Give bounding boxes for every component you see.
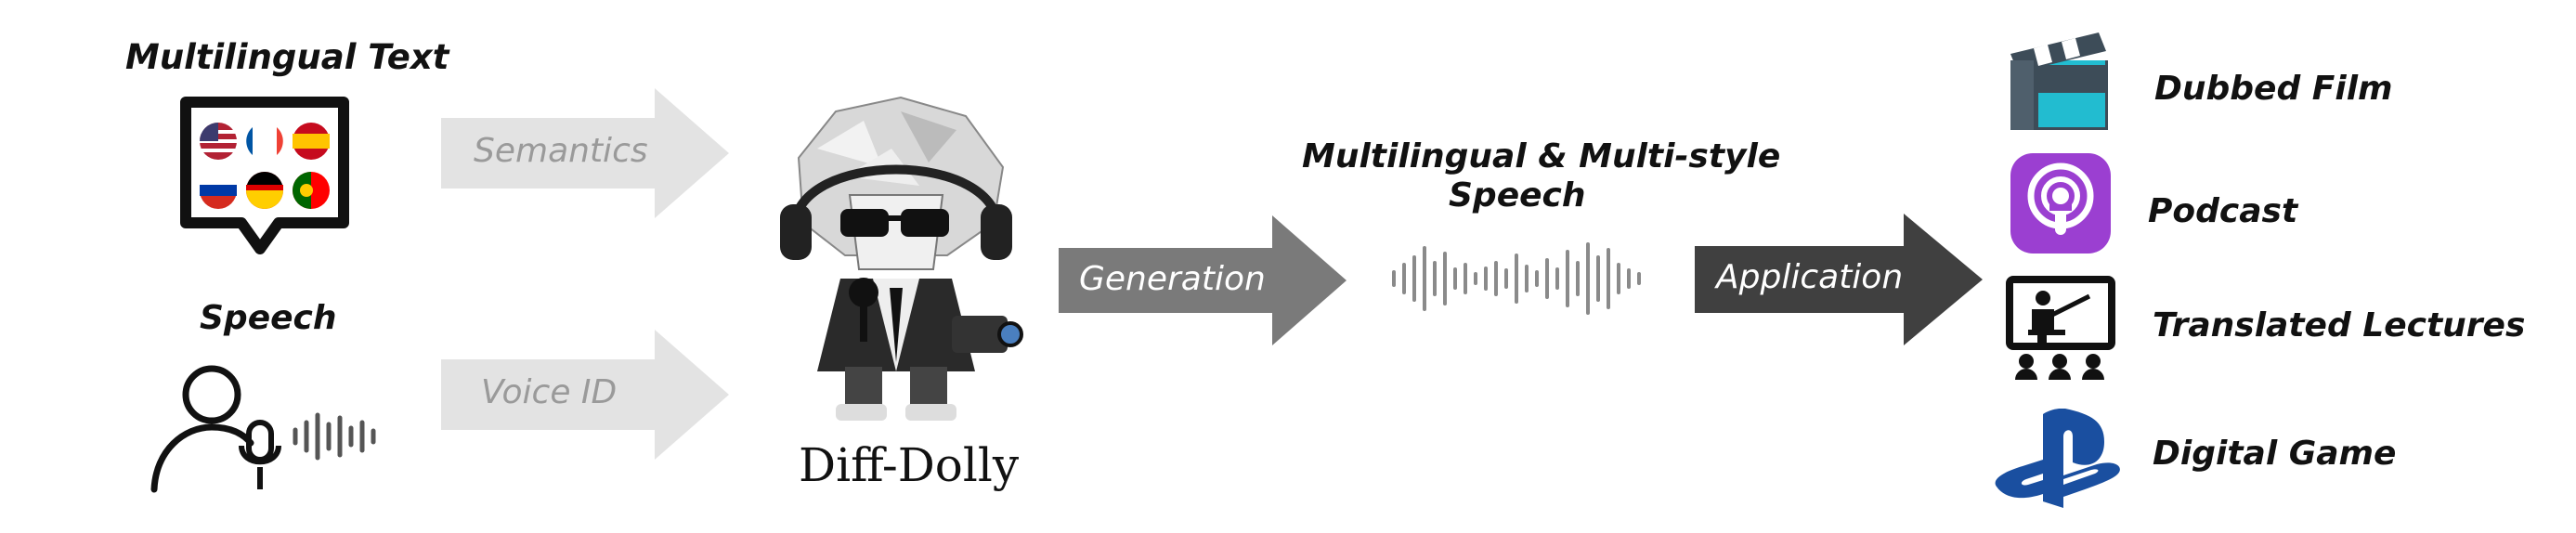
- output-title-line1: Multilingual & Multi-style: [1302, 137, 1781, 176]
- playstation-icon: [1995, 409, 2125, 511]
- lecture-icon: [2006, 276, 2115, 383]
- voice-id-arrow: [441, 330, 729, 460]
- app-label-digital-game: Digital Game: [2153, 435, 2397, 473]
- app-label-translated-lectures: Translated Lectures: [2153, 306, 2526, 344]
- app-label-dubbed-film: Dubbed Film: [2154, 70, 2393, 108]
- speech-title: Speech: [200, 299, 337, 337]
- waveform-icon: [1388, 237, 1648, 320]
- multilingual-text-title: Multilingual Text: [125, 37, 449, 77]
- speaker-microphone-icon: [147, 358, 397, 497]
- model-name: Diff-Dolly: [799, 438, 1020, 492]
- voice-id-label: Voice ID: [481, 373, 618, 411]
- diff-dolly-mascot: [761, 93, 1031, 427]
- application-arrow: [1695, 214, 1983, 345]
- generation-arrow: [1059, 215, 1347, 345]
- clapperboard-icon: [2006, 28, 2113, 132]
- chat-bubble-flags-icon: [176, 93, 353, 260]
- semantics-label: Semantics: [474, 132, 648, 170]
- output-title-line2: Speech: [1449, 176, 1586, 214]
- generation-label: Generation: [1079, 260, 1266, 298]
- semantics-arrow: [441, 88, 729, 218]
- podcast-icon: [2010, 153, 2111, 254]
- application-label: Application: [1716, 258, 1904, 296]
- app-label-podcast: Podcast: [2148, 192, 2298, 230]
